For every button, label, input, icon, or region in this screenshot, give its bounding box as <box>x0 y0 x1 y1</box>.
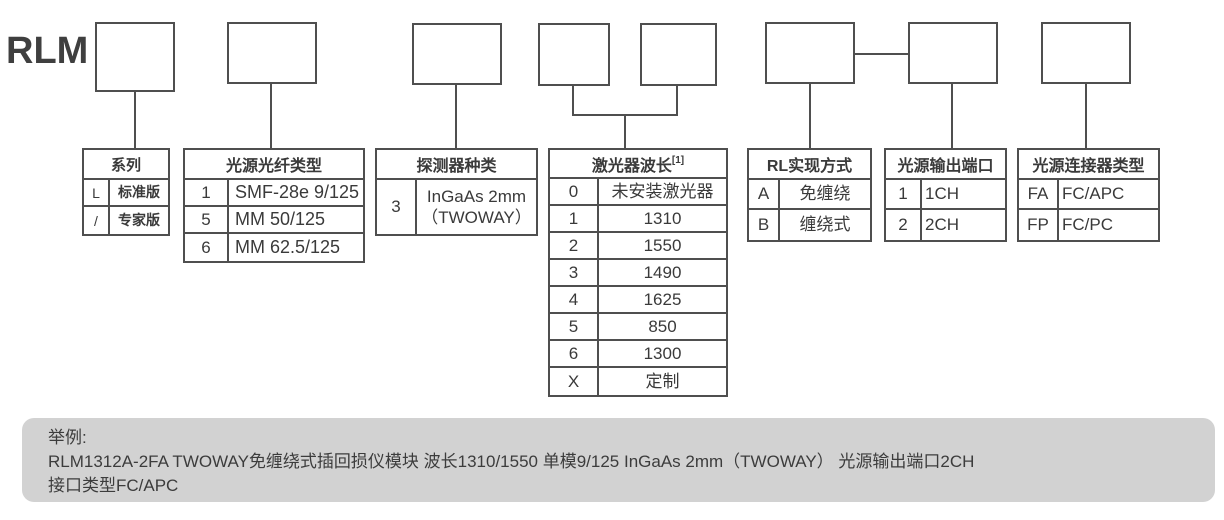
code-cell: 1 <box>550 206 599 231</box>
table-row: 1 1CH <box>886 180 1005 210</box>
product-prefix: RLM <box>6 30 89 72</box>
output-port-table: 光源输出端口 1 1CH 2 2CH <box>884 148 1007 242</box>
value-cell: 免缠绕 <box>799 184 851 204</box>
table-row: FP FC/PC <box>1019 210 1158 240</box>
code-cell: 4 <box>550 287 599 312</box>
rl-method-table-title: RL实现方式 <box>749 150 870 180</box>
connector-line-detector <box>455 85 457 148</box>
code-box-wavelength-2 <box>640 23 717 86</box>
code-cell: 0 <box>550 179 599 204</box>
value-cell: FC/APC <box>1062 184 1125 204</box>
wavelength-table: 激光器波长[1] 0 未安装激光器 1 1310 2 1550 3 1490 4… <box>548 148 728 397</box>
code-box-output-port <box>908 22 998 84</box>
value-cell: SMF-28e 9/125 <box>235 182 360 203</box>
series-table: 系列 L 标准版 / 专家版 <box>82 148 170 236</box>
table-row: 3 1490 <box>550 260 726 287</box>
code-box-rl-method <box>765 22 855 84</box>
detector-table: 探测器种类 3 InGaAs 2mm （TWOWAY） <box>375 148 538 236</box>
code-box-series <box>95 22 175 92</box>
code-cell: FP <box>1019 210 1059 240</box>
connector-line-rl-method <box>809 84 811 148</box>
footnote-marker: [1] <box>671 155 685 166</box>
connector-line-connector-type <box>1085 84 1087 148</box>
table-row: 3 InGaAs 2mm （TWOWAY） <box>377 180 536 234</box>
code-cell: 5 <box>185 207 229 232</box>
value-cell: InGaAs 2mm （TWOWAY） <box>421 186 532 227</box>
table-row: / 专家版 <box>84 207 168 234</box>
connector-line-output-port <box>951 84 953 148</box>
code-cell: 6 <box>550 341 599 366</box>
value-cell: 1490 <box>643 262 682 282</box>
table-row: 2 1550 <box>550 233 726 260</box>
value-cell: 1300 <box>643 343 682 363</box>
connector-line-fiber-type <box>270 84 272 148</box>
table-row: 5 850 <box>550 314 726 341</box>
connector-line-series <box>134 92 136 148</box>
code-cell: A <box>749 180 780 208</box>
value-cell: 专家版 <box>118 211 160 228</box>
fiber-type-table: 光源光纤类型 1 SMF-28e 9/125 5 MM 50/125 6 MM … <box>183 148 365 263</box>
table-row: 2 2CH <box>886 210 1005 240</box>
value-cell: 1310 <box>643 208 682 228</box>
value-cell: 1550 <box>643 235 682 255</box>
value-cell: MM 50/125 <box>235 209 326 230</box>
code-cell: 5 <box>550 314 599 339</box>
detector-table-title: 探测器种类 <box>377 150 536 180</box>
value-cell: 缠绕式 <box>799 215 851 235</box>
table-row: 1 1310 <box>550 206 726 233</box>
code-cell: 2 <box>886 210 922 240</box>
table-row: FA FC/APC <box>1019 180 1158 210</box>
connector-line-wavelength-merge <box>624 114 626 148</box>
table-row: A 免缠绕 <box>749 180 870 210</box>
fiber-type-table-title: 光源光纤类型 <box>185 150 363 180</box>
code-box-fiber-type <box>227 22 317 84</box>
table-row: L 标准版 <box>84 180 168 207</box>
value-cell: MM 62.5/125 <box>235 237 341 258</box>
code-cell: B <box>749 210 780 240</box>
code-cell: 1 <box>185 180 229 205</box>
value-cell: 2CH <box>925 215 960 235</box>
code-cell: 6 <box>185 234 229 261</box>
wavelength-table-title: 激光器波长[1] <box>550 150 726 179</box>
code-box-wavelength-1 <box>538 23 610 86</box>
table-row: 6 MM 62.5/125 <box>185 234 363 261</box>
value-cell: 未安装激光器 <box>611 181 714 201</box>
wavelength-title-text: 激光器波长 <box>591 157 672 175</box>
code-cell: L <box>84 180 110 205</box>
example-line-2: 接口类型FC/APC <box>48 476 179 495</box>
hyphen-link-line <box>855 53 908 55</box>
example-box: 举例: RLM1312A-2FA TWOWAY免缠绕式插回损仪模块 波长1310… <box>22 418 1215 502</box>
table-row: 1 SMF-28e 9/125 <box>185 180 363 207</box>
example-heading: 举例: <box>48 428 87 447</box>
connector-line-wavelength-1 <box>572 86 574 116</box>
example-line-1: RLM1312A-2FA TWOWAY免缠绕式插回损仪模块 波长1310/155… <box>48 452 975 471</box>
value-cell: FC/PC <box>1062 215 1113 235</box>
value-cell: 850 <box>648 316 677 336</box>
code-cell: 1 <box>886 180 922 208</box>
code-cell: 3 <box>550 260 599 285</box>
table-row: 4 1625 <box>550 287 726 314</box>
table-row: 0 未安装激光器 <box>550 179 726 206</box>
series-table-title: 系列 <box>84 150 168 180</box>
table-row: 5 MM 50/125 <box>185 207 363 234</box>
code-cell: 2 <box>550 233 599 258</box>
connector-line-wavelength-2 <box>676 86 678 116</box>
code-box-detector <box>412 23 502 85</box>
code-cell: X <box>550 368 599 395</box>
rl-method-table: RL实现方式 A 免缠绕 B 缠绕式 <box>747 148 872 242</box>
value-cell: 标准版 <box>118 183 160 200</box>
value-cell: 定制 <box>645 371 680 391</box>
table-row: B 缠绕式 <box>749 210 870 240</box>
connector-type-table: 光源连接器类型 FA FC/APC FP FC/PC <box>1017 148 1160 242</box>
code-cell: / <box>84 207 110 234</box>
output-port-table-title: 光源输出端口 <box>886 150 1005 180</box>
table-row: 6 1300 <box>550 341 726 368</box>
code-box-connector <box>1041 22 1131 84</box>
code-cell: 3 <box>377 180 417 234</box>
value-cell: 1CH <box>925 184 960 204</box>
connector-type-table-title: 光源连接器类型 <box>1019 150 1158 180</box>
value-cell: 1625 <box>643 289 682 309</box>
table-row: X 定制 <box>550 368 726 395</box>
code-cell: FA <box>1019 180 1059 208</box>
